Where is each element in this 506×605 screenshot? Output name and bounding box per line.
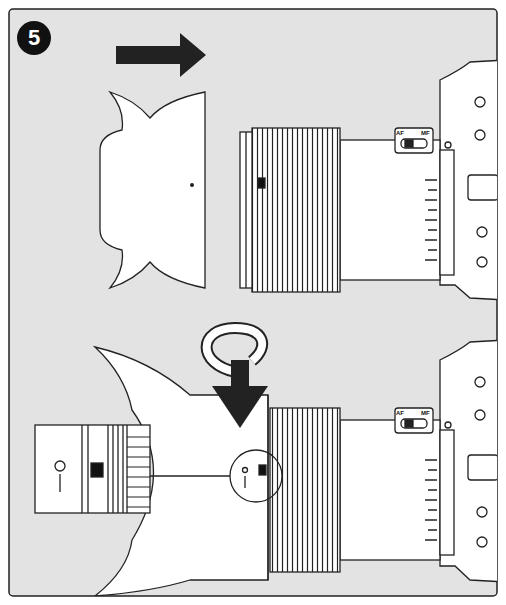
switch-label: AF (396, 130, 404, 136)
switch-label: MF (421, 410, 430, 416)
switch-label: MF (421, 130, 430, 136)
callout-number: 5 (18, 27, 50, 49)
switch-label: AF (396, 410, 404, 416)
